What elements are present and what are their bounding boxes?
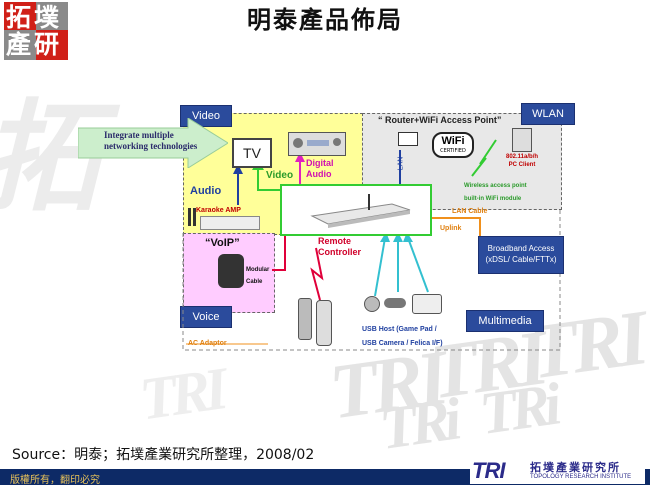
laptop-icon xyxy=(398,132,418,146)
mic-icon xyxy=(188,208,191,226)
lan-cable-label: LAN Cable xyxy=(452,208,488,215)
brand-sub: TOPOLOGY RESEARCH INSTITUTE xyxy=(530,474,632,480)
brand-name: 拓墣產業研究所 xyxy=(530,461,621,474)
callout: Integrate multiple networking technologi… xyxy=(77,117,229,169)
pc-client-label: 802.11a/b/h PC Client xyxy=(506,154,539,168)
remote-icon xyxy=(298,298,312,340)
modular-cable-label: Modular Cable xyxy=(246,267,270,285)
usb-host-label: USB Host (Game Pad / xyxy=(362,326,437,333)
digital-audio-label: Digital Audio xyxy=(306,158,334,179)
lan-vertical-label: LAN xyxy=(397,156,405,171)
mic-icon-2 xyxy=(193,208,196,226)
felica-reader-icon xyxy=(412,294,442,314)
uplink-label: Uplink xyxy=(440,225,462,232)
callout-line-1: Integrate multiple xyxy=(104,130,174,140)
wlan-zone-tag: WLAN xyxy=(521,103,575,125)
router-box xyxy=(280,184,432,236)
audio-label: Audio xyxy=(190,185,222,197)
tri-logo: TRI xyxy=(472,458,505,483)
pc-client-icon xyxy=(512,128,532,152)
usb-camera-label: USB Camera / Felica I/F) xyxy=(362,340,443,347)
remote-controller-label: Remote Controller xyxy=(318,236,362,257)
router-title: “ Router+WiFi Access Point” xyxy=(378,115,502,125)
wifi-logo: WiFi CERTIFIED xyxy=(432,132,474,158)
tv-label: TV xyxy=(243,145,261,161)
amplifier-device xyxy=(288,132,346,156)
gamepad-icon xyxy=(384,298,406,308)
logo: 拓墣產研 xyxy=(4,2,68,60)
logo-text: 拓墣產研 xyxy=(6,3,63,59)
copyright-text: 版權所有，翻印必究 xyxy=(10,475,100,486)
voip-label: “VoIP” xyxy=(205,237,240,249)
callout-line-2: networking technologies xyxy=(104,141,198,151)
broadband-box: Broadband Access (xDSL/ Cable/FTTx) xyxy=(478,236,564,274)
source-note: Source：明泰；拓墣產業研究所整理，2008/02 xyxy=(12,447,315,463)
video-link-label: Video xyxy=(266,170,294,181)
karaoke-amp-label: Karaoke AMP xyxy=(196,207,241,214)
multimedia-zone-tag: Multimedia xyxy=(466,310,544,332)
page-title: 明泰產品佈局 xyxy=(247,5,403,34)
ac-adaptor-label: AC Adaptor xyxy=(188,340,227,347)
mobile-phone-icon xyxy=(316,300,332,346)
phone-icon xyxy=(218,254,244,288)
footer-brand: TRI 拓墣產業研究所 TOPOLOGY RESEARCH INSTITUTE xyxy=(470,458,645,484)
voice-zone-tag: Voice xyxy=(180,306,232,328)
tv-box: TV xyxy=(232,138,272,168)
karaoke-amp-device xyxy=(200,216,260,230)
webcam-icon xyxy=(364,296,380,312)
wireless-ap-label: Wireless access point built-in WiFi modu… xyxy=(464,183,527,202)
